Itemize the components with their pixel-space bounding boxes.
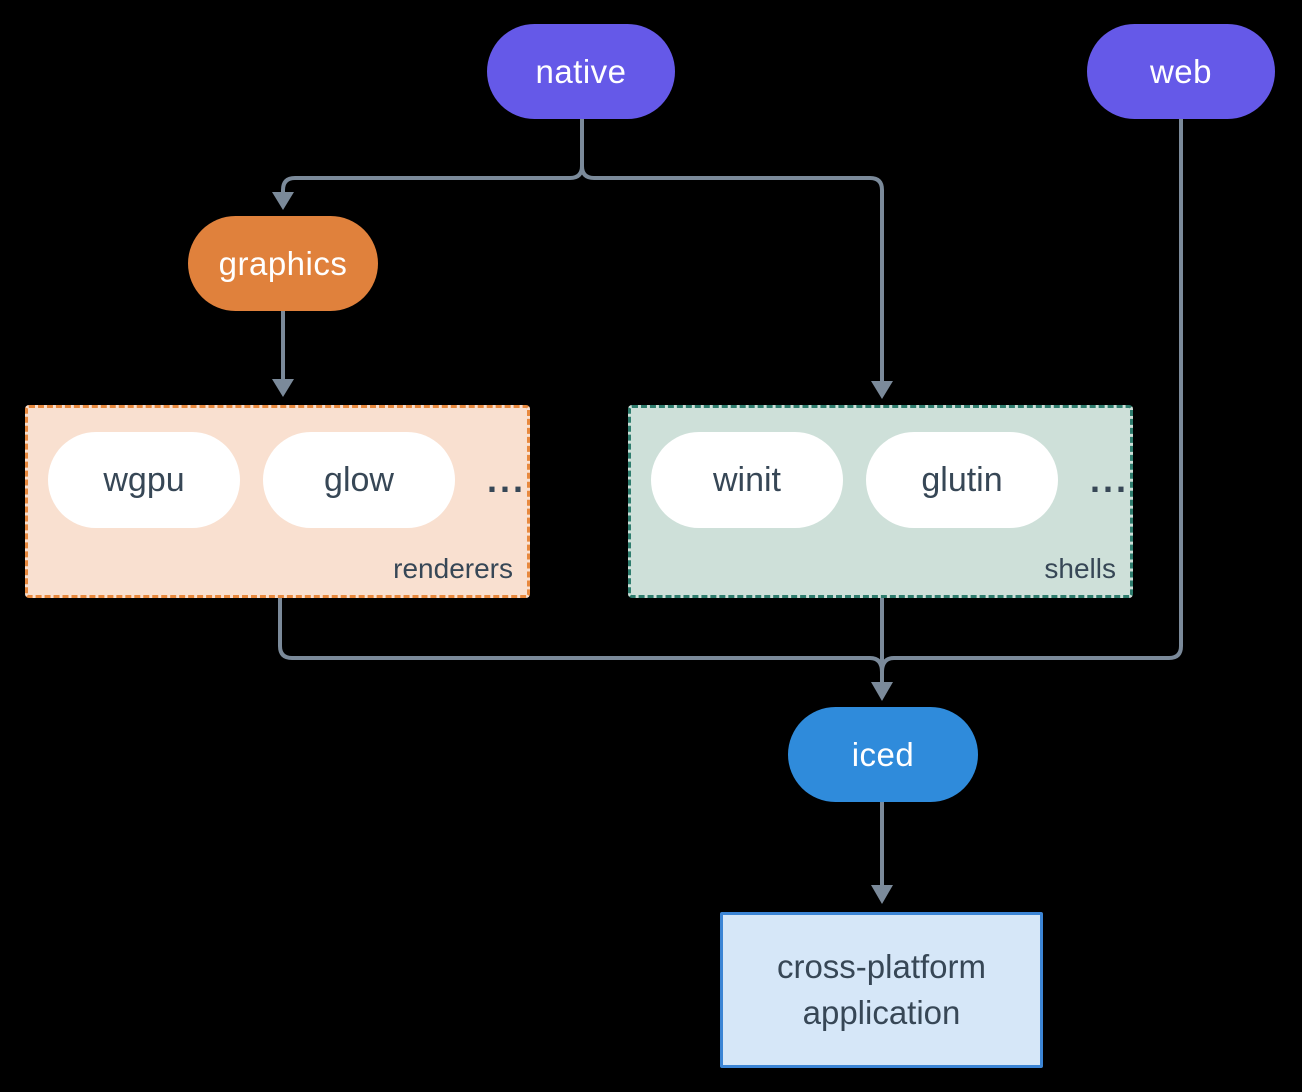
edge-renderers-iced: [278, 598, 884, 673]
edge-native-graphics: [281, 119, 584, 194]
chip-glow: glow: [263, 432, 455, 528]
edge-native-shells: [580, 119, 884, 383]
arrowhead-graphics: [272, 192, 294, 210]
node-web: web: [1087, 24, 1275, 119]
shells-chip-row: winit glutin ...: [631, 408, 1130, 528]
chip-glow-label: glow: [324, 460, 394, 499]
renderers-chip-row: wgpu glow ...: [28, 408, 527, 528]
chip-wgpu: wgpu: [48, 432, 240, 528]
chip-wgpu-label: wgpu: [103, 460, 185, 499]
renderers-group-label: renderers: [393, 553, 513, 584]
node-cross-platform-application: cross-platform application: [720, 912, 1043, 1068]
chip-winit-label: winit: [712, 460, 782, 499]
app-label-line2: application: [802, 994, 961, 1031]
chip-winit: winit: [651, 432, 843, 528]
arrowhead-shells: [871, 381, 893, 399]
arrowhead-renderers: [272, 379, 294, 397]
app-label-line1: cross-platform: [776, 948, 987, 985]
node-graphics: graphics: [188, 216, 378, 311]
chip-glutin: glutin: [866, 432, 1058, 528]
arrowhead-app: [871, 885, 893, 904]
arrowhead-iced: [871, 682, 893, 701]
node-native-label: native: [535, 52, 627, 90]
group-shells: winit glutin ... shells: [628, 405, 1133, 598]
group-renderers: wgpu glow ... renderers: [25, 405, 530, 598]
node-web-label: web: [1149, 52, 1213, 90]
node-iced-label: iced: [851, 735, 915, 773]
chip-glutin-label: glutin: [921, 460, 1003, 499]
node-iced: iced: [788, 707, 978, 802]
shells-group-label: shells: [1044, 553, 1116, 584]
node-graphics-label: graphics: [218, 244, 348, 282]
shells-ellipsis: ...: [1090, 459, 1130, 500]
renderers-ellipsis: ...: [487, 459, 527, 500]
node-native: native: [487, 24, 675, 119]
